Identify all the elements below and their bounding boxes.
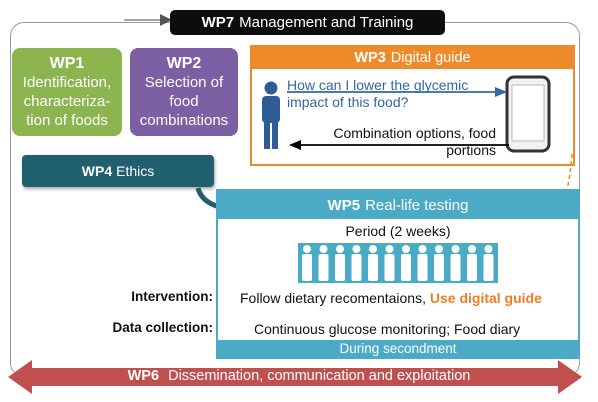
wp6-label: WP6 Dissemination, communication and exp… (30, 368, 568, 384)
wp7-banner: WP7 Management and Training (170, 10, 445, 35)
wp1-title: Identification, characteriza-tion of foo… (22, 74, 112, 129)
question-arrow-icon (287, 87, 507, 97)
data-collection-value: Continuous glucose monitoring; Food diar… (254, 321, 521, 337)
wp2-code: WP2 (166, 55, 202, 72)
wp5-header: WP5 Real-life testing (218, 191, 578, 219)
wp3-title: Digital guide (390, 50, 471, 66)
person-silhouette-icon (483, 245, 494, 281)
wp3-box: WP3 Digital guide How can I lower the gl… (250, 45, 575, 166)
intervention-text: Follow dietary recomentaions, (240, 290, 426, 306)
person-silhouette-icon (351, 245, 362, 281)
smartphone-icon (505, 75, 551, 153)
wp7-arrow-icon (124, 14, 172, 26)
person-silhouette-icon (450, 245, 461, 281)
person-silhouette-icon (384, 245, 395, 281)
wp7-code: WP7 (201, 14, 235, 31)
data-collection-label: Data collection: (112, 320, 213, 335)
wp3-question: How can I lower the glycemic impact of t… (287, 77, 469, 110)
wp3-code: WP3 (354, 50, 386, 66)
wp2-title: Selection of food combinations (139, 74, 229, 129)
person-icon (262, 81, 280, 149)
wp7-title: Management and Training (239, 14, 414, 31)
wp6-double-arrow (8, 360, 582, 394)
wp2-box: WP2 Selection of food combinations (130, 48, 238, 136)
wp1-box: WP1 Identification, characteriza-tion of… (12, 48, 122, 136)
wp5-footer: During secondment (218, 340, 578, 357)
answer-arrow-icon (289, 140, 509, 150)
person-silhouette-icon (401, 245, 411, 281)
intervention-label: Intervention: (131, 289, 213, 304)
intervention-value: Follow dietary recomentaions, Use digita… (240, 290, 542, 306)
wp1-code: WP1 (49, 55, 85, 72)
wp4-title: Ethics (116, 163, 155, 179)
person-silhouette-icon (318, 245, 329, 281)
person-silhouette-icon (302, 245, 312, 281)
person-silhouette-icon (335, 245, 345, 281)
person-silhouette-icon (467, 245, 477, 281)
person-silhouette-icon (417, 245, 428, 281)
person-silhouette-icon (368, 245, 378, 281)
wp4-box: WP4 Ethics (22, 155, 214, 187)
wp6-title: Dissemination, communication and exploit… (168, 368, 471, 384)
person-silhouette-icon (434, 245, 444, 281)
wp3-answer: Combination options, food portions (333, 125, 496, 158)
wp5-period: Period (2 weeks) (345, 223, 451, 239)
wp5-box: WP5 Real-life testing Period (2 weeks) D… (216, 189, 580, 359)
wp6-code: WP6 (127, 368, 160, 384)
wp5-code: WP5 (327, 196, 361, 214)
people-group-background (298, 243, 498, 283)
intervention-highlight: Use digital guide (429, 290, 542, 306)
wp4-code: WP4 (81, 163, 113, 179)
wp3-header: WP3 Digital guide (252, 47, 573, 69)
wp5-title: Real-life testing (365, 196, 469, 214)
people-group-icon (298, 243, 498, 283)
